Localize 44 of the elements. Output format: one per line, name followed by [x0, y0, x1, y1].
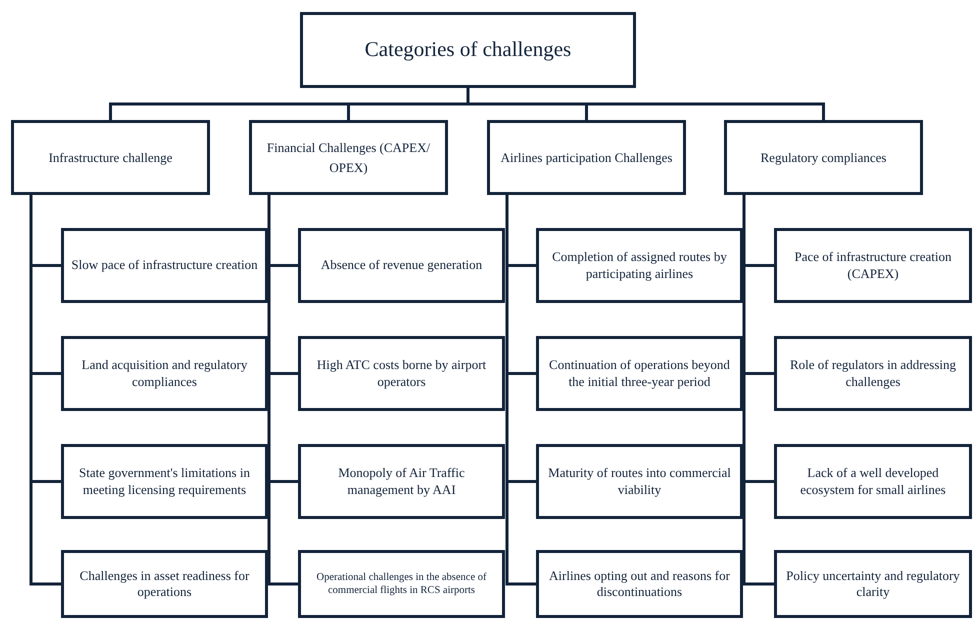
- category-box: [536, 444, 743, 519]
- box-text: Financial Challenges (CAPEX/ OPEX): [266, 139, 432, 177]
- category-box: [724, 120, 923, 195]
- box-text: Regulatory compliances: [760, 148, 886, 167]
- box-text: Lack of a well developed ecosystem for small airlines: [799, 465, 947, 498]
- category-box: [774, 336, 972, 411]
- connector-line: [466, 88, 825, 120]
- box-text: Land acquisition and regulatory compliances: [80, 357, 248, 390]
- box-text: Completion of assigned routes by participating airlines: [551, 249, 728, 282]
- box-text: Pace of infrastructure creation (CAPEX): [793, 249, 952, 282]
- box-text: High ATC costs borne by airport operators: [316, 357, 488, 390]
- box-text: Continuation of operations beyond the initial three-year period: [548, 357, 731, 390]
- category-box: [536, 336, 743, 411]
- box-text: Maturity of routes into commercial viability: [547, 465, 732, 498]
- category-box: [298, 228, 505, 303]
- box-text: Monopoly of Air Traffic management by AAI: [337, 465, 466, 498]
- category-box: [536, 228, 743, 303]
- category-box: [487, 120, 686, 195]
- box-text: Operational challenges in the absence of commercial flights in RCS airports: [316, 570, 488, 598]
- box-text: Absence of revenue generation: [320, 257, 482, 274]
- box-text: Categories of challenges: [364, 36, 572, 64]
- box-text: Policy uncertainty and regulatory clarity: [785, 568, 961, 600]
- box-text: State government's limitations in meeting licensing requirements: [78, 465, 251, 498]
- box-text: Role of regulators in addressing challenges: [788, 357, 958, 390]
- connector-line: [30, 195, 61, 586]
- category-box: [61, 336, 268, 411]
- category-box: [536, 550, 743, 618]
- category-box: [774, 550, 972, 618]
- category-box: [774, 444, 972, 519]
- category-box: [61, 444, 268, 519]
- category-box: [298, 444, 505, 519]
- category-box: [298, 336, 505, 411]
- category-box: [774, 228, 972, 303]
- category-box: [61, 228, 268, 303]
- category-box: [61, 550, 268, 618]
- box-text: Challenges in asset readiness for operations: [78, 568, 250, 600]
- category-box: [249, 120, 448, 195]
- box-text: Airlines opting out and reasons for discontinuations: [548, 568, 731, 600]
- category-box: [11, 120, 210, 195]
- root-box: [300, 12, 636, 88]
- box-text: Infrastructure challenge: [48, 148, 172, 167]
- box-text: Slow pace of infrastructure creation: [71, 257, 258, 274]
- box-text: Airlines participation Challenges: [500, 148, 672, 167]
- category-box: [298, 550, 505, 618]
